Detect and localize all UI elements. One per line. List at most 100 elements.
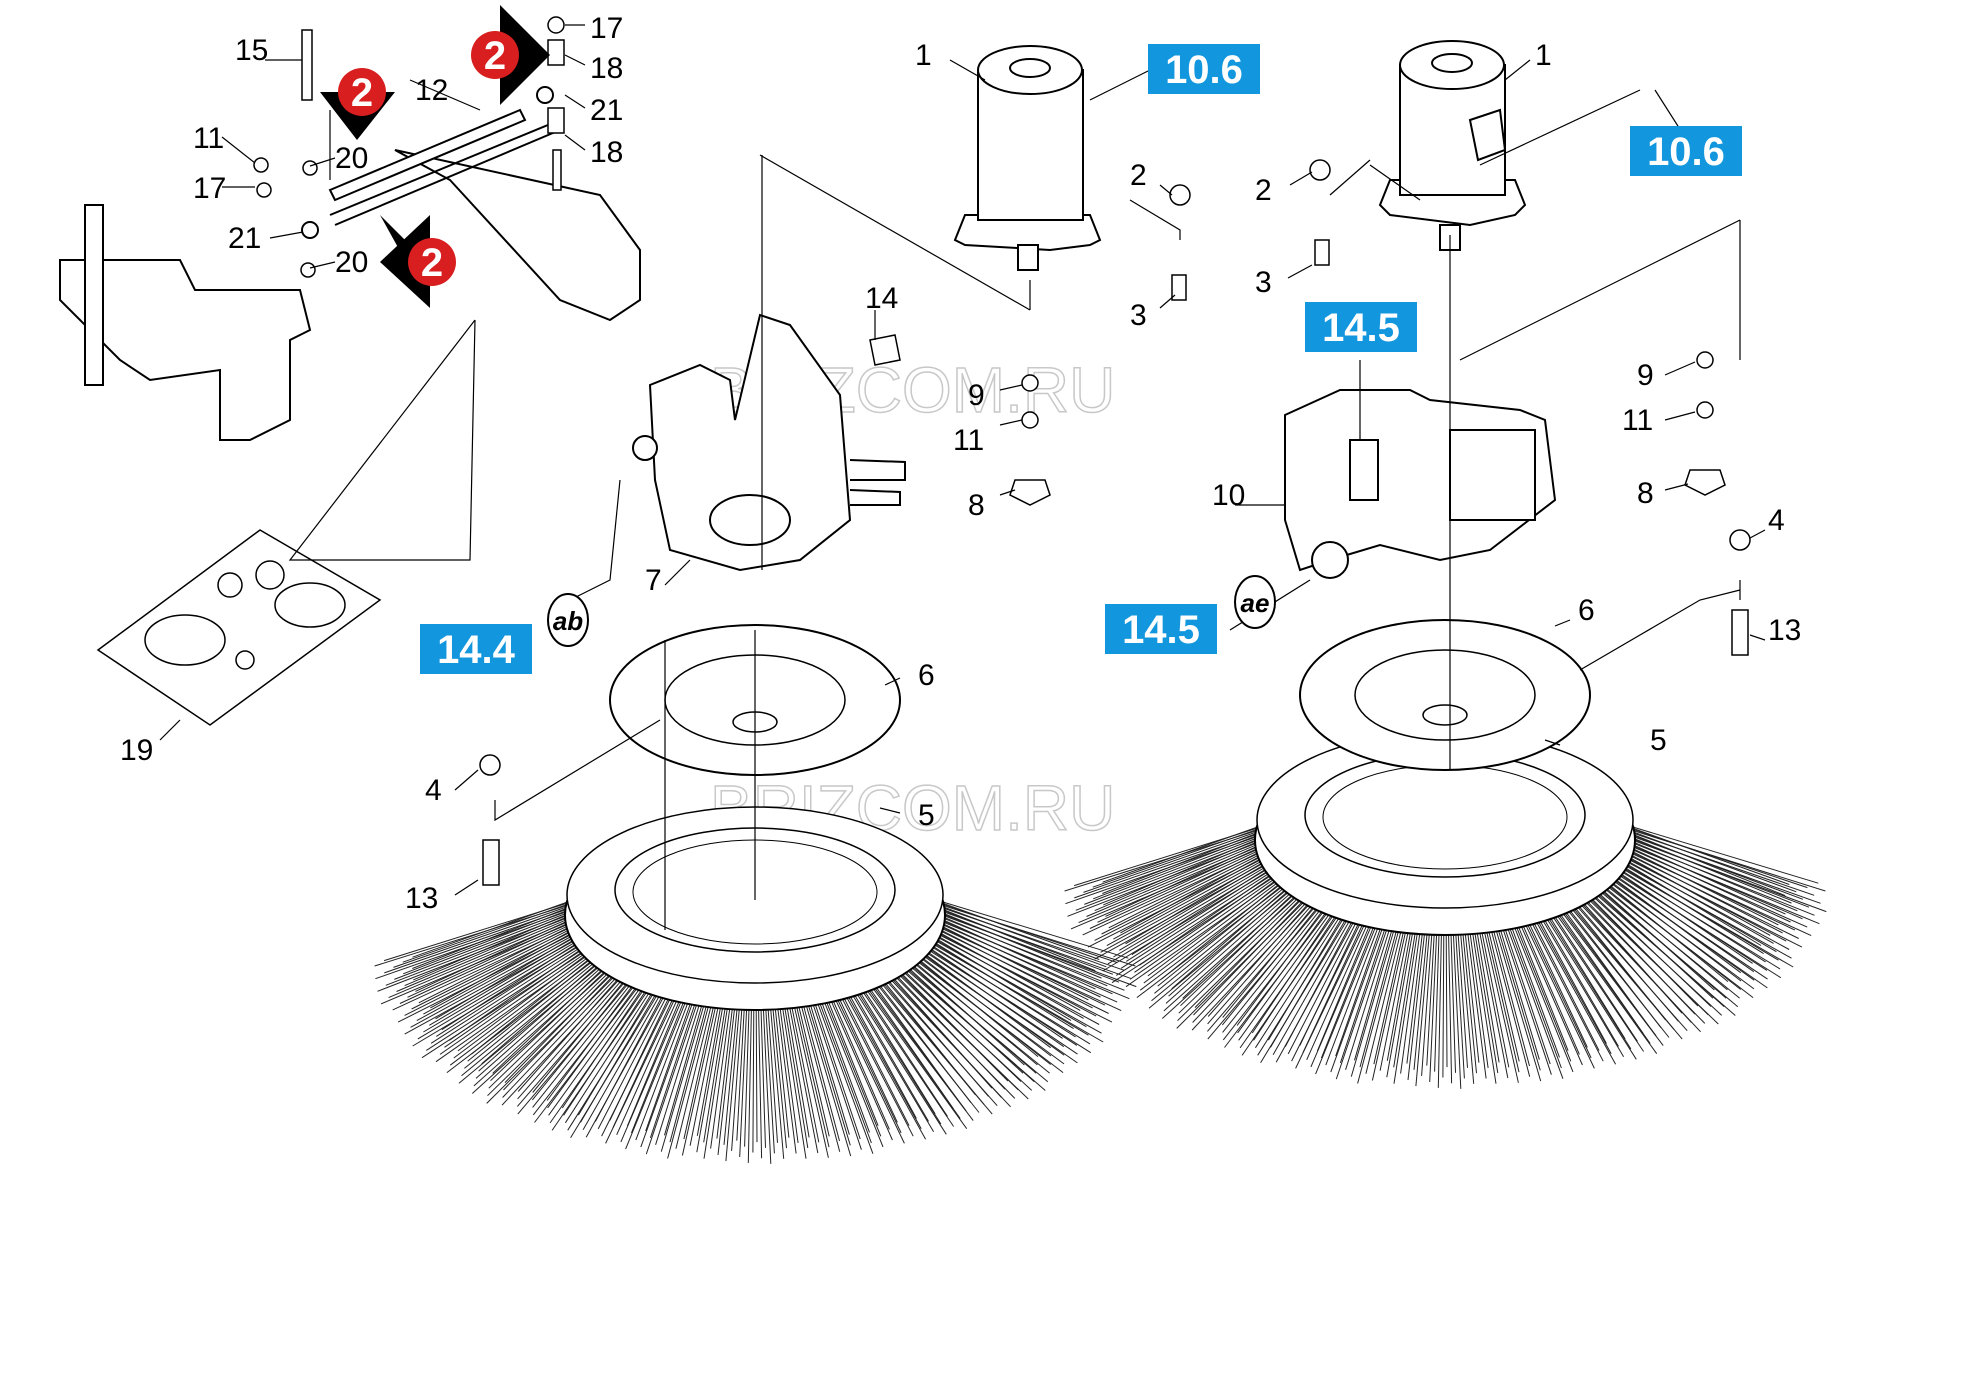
bristle bbox=[1177, 886, 1315, 1022]
bristle bbox=[846, 977, 947, 1135]
bristle bbox=[1589, 878, 1715, 991]
bristle bbox=[880, 964, 993, 1089]
bristle bbox=[1612, 859, 1764, 955]
bristle bbox=[1504, 909, 1560, 1058]
bristle bbox=[1413, 914, 1430, 1070]
bristle bbox=[1585, 881, 1714, 999]
bristle bbox=[810, 985, 874, 1154]
part-label: 1 bbox=[1535, 39, 1552, 72]
bristle bbox=[1518, 906, 1592, 1059]
bristle bbox=[1260, 903, 1358, 1064]
bristle bbox=[1291, 906, 1370, 1062]
bristle bbox=[777, 989, 799, 1143]
bristle bbox=[473, 957, 618, 1087]
bristle bbox=[1526, 904, 1617, 1065]
bristle bbox=[1345, 911, 1396, 1070]
bristle bbox=[404, 926, 581, 1016]
bristle bbox=[1224, 897, 1340, 1048]
bristle bbox=[1373, 912, 1409, 1065]
bristle bbox=[1136, 875, 1297, 998]
bristle bbox=[435, 946, 601, 1063]
bristle bbox=[1578, 885, 1699, 1007]
bristle bbox=[849, 976, 936, 1115]
bristle bbox=[822, 983, 893, 1141]
brush-bristles bbox=[374, 900, 1137, 1164]
bristle bbox=[1629, 826, 1790, 885]
bristle bbox=[929, 926, 1081, 1011]
part-label: 17 bbox=[193, 172, 226, 205]
bristle bbox=[934, 917, 1130, 1000]
bristle bbox=[922, 934, 1074, 1030]
bristle bbox=[1078, 842, 1266, 924]
part-label: 2 bbox=[1255, 174, 1272, 207]
bristle bbox=[404, 933, 587, 1035]
bristle bbox=[1275, 904, 1364, 1063]
part-label: 13 bbox=[405, 882, 438, 915]
bristle bbox=[1168, 879, 1302, 997]
bristle bbox=[1241, 900, 1349, 1056]
reference-box[interactable]: 14.5 bbox=[1305, 302, 1417, 352]
bristle bbox=[1139, 874, 1294, 991]
bristle bbox=[1615, 856, 1762, 946]
bristle bbox=[486, 963, 628, 1104]
part-label: 5 bbox=[1650, 724, 1667, 757]
bristle bbox=[471, 948, 603, 1055]
bristle bbox=[938, 904, 1107, 968]
bristle bbox=[834, 980, 910, 1126]
bristle bbox=[710, 989, 733, 1149]
bristle bbox=[1120, 864, 1283, 969]
bristle bbox=[416, 929, 584, 1022]
bristle bbox=[551, 975, 659, 1131]
bristle bbox=[1488, 912, 1530, 1067]
bristle bbox=[517, 967, 638, 1107]
svg-text:14.5: 14.5 bbox=[1322, 306, 1400, 350]
bristle bbox=[1102, 863, 1282, 972]
part-labels: 15 12 11 20 17 21 20 17 18 21 18 1 2 3 1… bbox=[120, 12, 1801, 915]
bristle bbox=[1615, 855, 1790, 950]
bristle bbox=[1116, 866, 1285, 976]
bristle bbox=[1086, 840, 1265, 917]
bristle bbox=[1545, 899, 1658, 1054]
bristle bbox=[1452, 914, 1462, 1089]
bristle bbox=[1330, 910, 1390, 1073]
bristle bbox=[616, 982, 686, 1136]
bracket-right bbox=[1284, 389, 1557, 579]
bristle bbox=[1522, 905, 1604, 1062]
bristle bbox=[925, 931, 1072, 1021]
bracket-left bbox=[632, 313, 906, 572]
bristle bbox=[924, 932, 1087, 1028]
bristle bbox=[1335, 910, 1388, 1057]
bristle bbox=[1134, 867, 1286, 973]
bristle bbox=[517, 969, 641, 1115]
bristle bbox=[937, 910, 1102, 979]
bristle bbox=[667, 987, 714, 1159]
linkage-arm bbox=[59, 119, 641, 441]
bristle bbox=[1623, 844, 1791, 923]
part-label: 8 bbox=[1637, 477, 1654, 510]
part-label: 11 bbox=[1622, 404, 1653, 437]
bristle bbox=[1548, 898, 1644, 1034]
bristle bbox=[864, 971, 959, 1102]
bristle bbox=[645, 986, 704, 1155]
bristle bbox=[655, 986, 706, 1145]
bristle bbox=[689, 988, 723, 1146]
reference-box[interactable]: 10.6 bbox=[1148, 44, 1260, 94]
reference-box[interactable]: 14.4 bbox=[420, 624, 532, 674]
bristle bbox=[906, 949, 1039, 1057]
bristle bbox=[1460, 914, 1477, 1074]
reference-box[interactable]: 10.6 bbox=[1630, 126, 1742, 176]
part-label: 7 bbox=[645, 564, 662, 597]
reference-box[interactable]: 14.5 bbox=[1105, 604, 1217, 654]
bristle bbox=[669, 987, 712, 1143]
bristle bbox=[895, 956, 1024, 1074]
bristle bbox=[582, 978, 670, 1131]
bristle bbox=[490, 958, 619, 1082]
bristle bbox=[1161, 884, 1310, 1019]
bristle bbox=[1371, 913, 1411, 1081]
bristle bbox=[1354, 911, 1398, 1061]
bristle bbox=[1407, 914, 1428, 1080]
bristle bbox=[1084, 835, 1263, 905]
bristle bbox=[1447, 914, 1453, 1084]
bristle bbox=[1467, 914, 1489, 1068]
bristle bbox=[844, 977, 929, 1122]
